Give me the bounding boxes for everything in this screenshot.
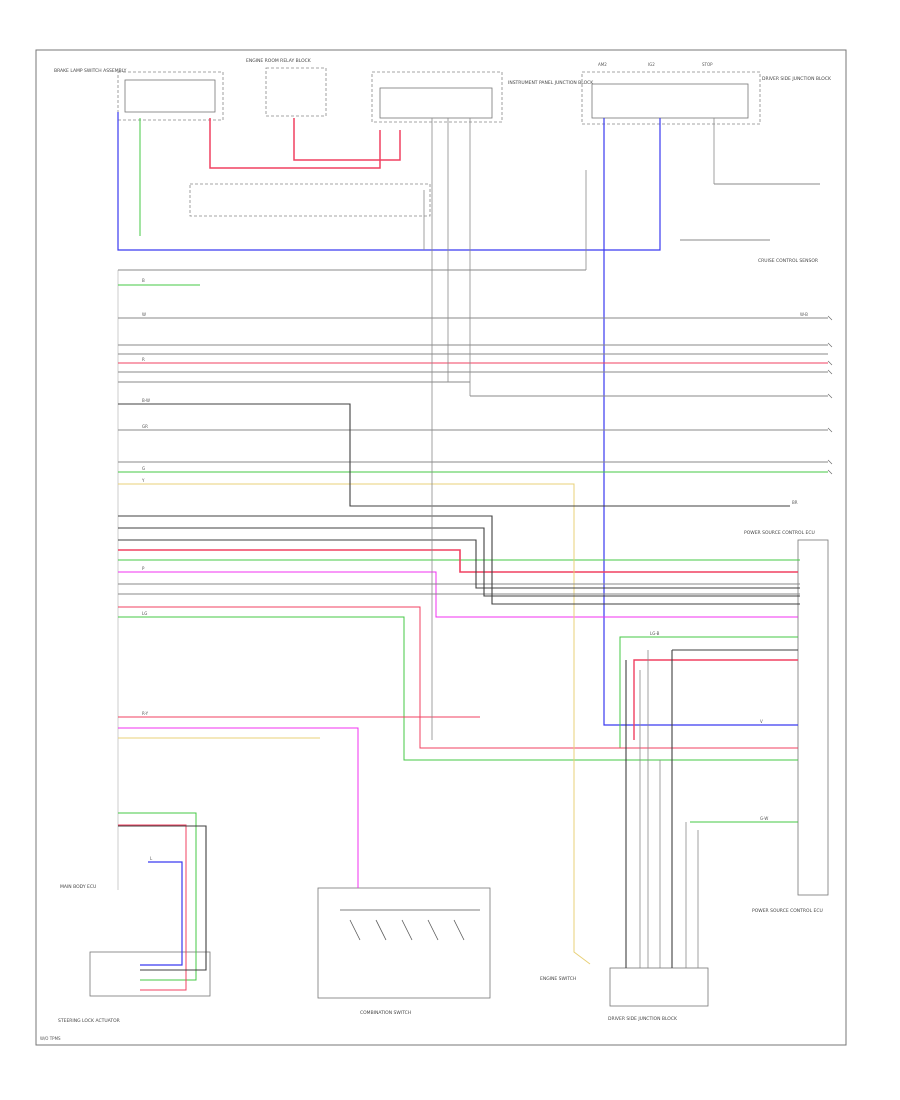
footer-label: W/O TPMS [40,1036,61,1041]
fuse-am2-label: AM2 [598,62,607,67]
fuse-ig2-label: IG2 [648,62,655,67]
combination-switch-label: COMBINATION SWITCH [360,1010,411,1016]
wire-label-g: G [142,466,145,471]
cruise-connector-box [609,967,709,1007]
steering-lock-box [89,951,211,997]
wire-blue-right [603,118,798,726]
wire-dark-lines [118,403,800,971]
wire-green-row4 [118,616,798,761]
wire-label-br: BR [792,500,798,505]
engine-switch-label: ENGINE SWITCH [540,976,576,982]
wire-label-lg: LG [142,611,147,616]
wire-green-mid [619,636,798,748]
wire-red-row3 [118,606,798,749]
wire-label-b: B [142,278,145,283]
wire-red-top [209,118,381,169]
engine-room-relay-box [265,67,327,117]
wire-label-l: L [150,856,153,861]
cruise-control-sensor-label: CRUISE CONTROL SENSOR [758,258,818,264]
combination-switch-box [317,887,491,999]
wire-label-r: R [142,357,145,362]
brake-lamp-switch-inner [124,79,216,113]
instrument-panel-jb-label: INSTRUMENT PANEL JUNCTION BLOCK [508,80,594,86]
main-body-ecu-label: MAIN BODY ECU [60,884,96,890]
driver-side-jb-box [581,71,761,125]
wire-gray-verticals [423,118,715,968]
connector-end-marks [827,315,833,475]
wire-label-ry: R-Y [142,711,149,716]
instrument-panel-jb-box [371,71,503,123]
wire-blue-top [117,112,661,251]
wire-code-labels: B W R GR G Y P LG L W-B B-W LG-B G-W R-Y… [141,278,808,861]
engine-room-relay-label: ENGINE ROOM RELAY BLOCK [246,58,312,64]
driver-jb-bottom-label: DRIVER SIDE JUNCTION BLOCK [608,1016,678,1022]
wire-label-lgb: LG-B [650,631,660,636]
wire-yellow-row1 [118,483,591,965]
wire-gray-horizontals [118,183,828,595]
wire-red-lower [118,824,187,991]
wire-magenta-row2 [118,727,359,888]
wire-label-v: V [760,719,763,724]
fuse-stop-label: STOP [702,62,713,67]
instrument-panel-jb-inner [379,87,493,119]
wire-label-wb: W-B [800,312,808,317]
driver-side-jb-label: DRIVER SIDE JUNCTION BLOCK [762,76,832,82]
wire-red-top2 [293,118,401,161]
wire-label-bw: B-W [142,398,150,403]
combination-switch-contacts [340,909,480,941]
power-source-control-ecu-box [797,539,829,896]
wire-red-row2 [118,549,798,573]
steering-lock-label: STEERING LOCK ACTUATOR [58,1018,120,1024]
wire-red-mid [633,659,798,740]
wire-magenta-row1 [118,571,798,618]
ecu-bottom-label: POWER SOURCE CONTROL ECU [752,908,823,914]
brake-lamp-switch-box [117,71,224,121]
wire-blue-bottom [140,861,183,966]
wire-label-p: P [142,566,145,571]
wire-label-w: W [142,312,146,317]
power-source-control-ecu-label: POWER SOURCE CONTROL ECU [744,530,815,536]
wire-label-y: Y [141,478,145,483]
wire-label-gw: G-W [760,816,768,821]
brake-lamp-switch-label: BRAKE LAMP SWITCH ASSEMBLY [54,68,127,74]
cruise-switch-box [189,183,431,217]
diagram-frame [35,49,847,1046]
wire-label-gr: GR [142,424,148,429]
driver-side-jb-inner [591,83,749,119]
wire-green-lower [118,812,197,981]
